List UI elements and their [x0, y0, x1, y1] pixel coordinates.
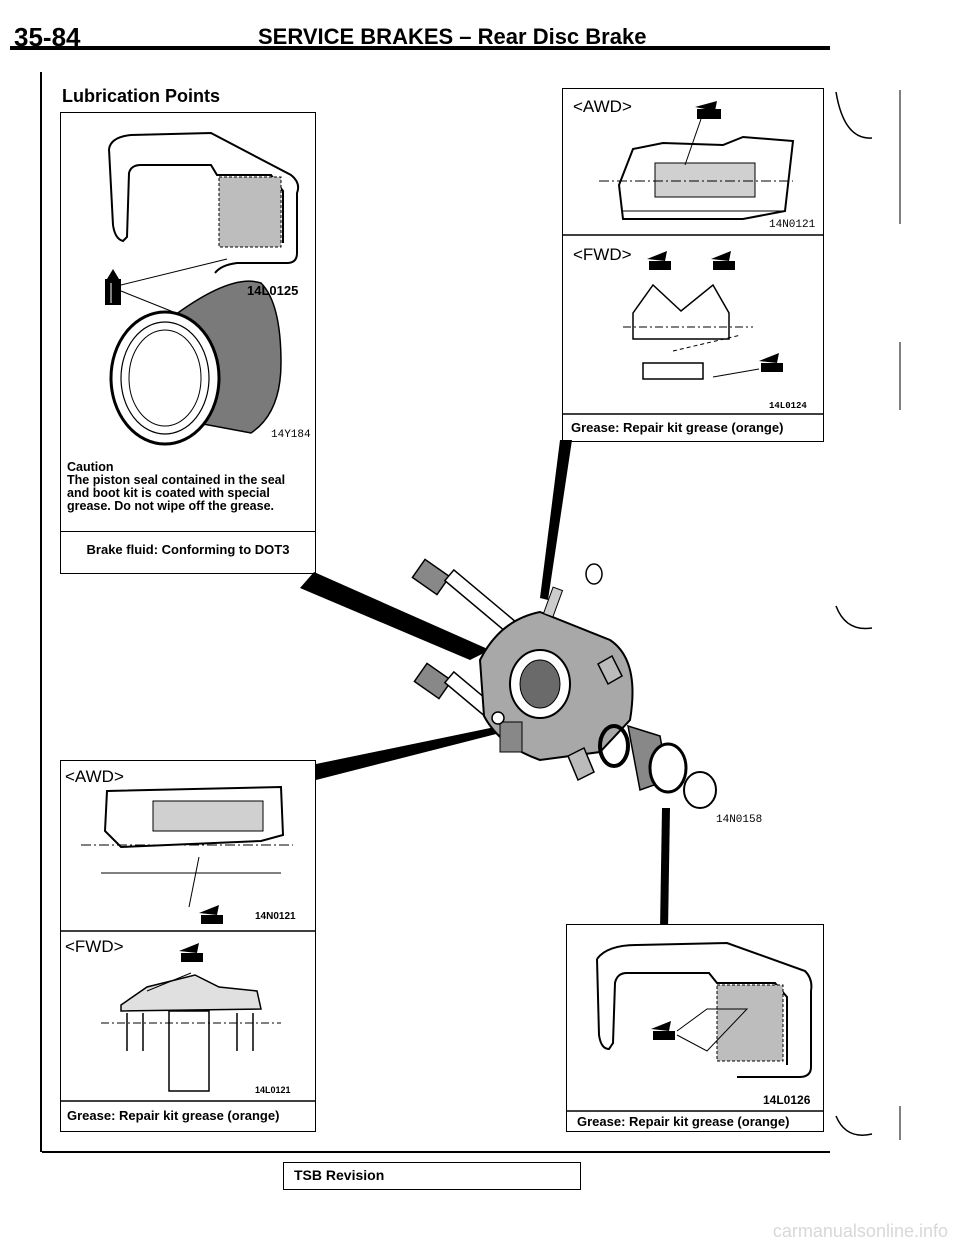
top-right-panel: <AWD> 14N0121 <FWD> 14L0124 Grease: Repa… [562, 88, 824, 442]
awd-label: <AWD> [65, 767, 124, 786]
slide-pin-lower [413, 662, 517, 736]
section-title: Lubrication Points [62, 86, 221, 106]
fig-code: 14L0126 [763, 1093, 811, 1107]
awd-fwd-caliper-illustration [61, 785, 315, 1102]
top-left-panel: 14L0125 14Y184 Caution The piston seal c… [60, 112, 316, 574]
seal-and-piston-illustration [105, 131, 300, 446]
awd-fwd-caliper-illustration [563, 101, 823, 415]
fwd-label: <FWD> [65, 937, 124, 956]
fig-code: 14Y184 [271, 429, 311, 441]
fig-code: 14N0121 [255, 911, 296, 922]
snap-ring [683, 771, 717, 809]
bottom-left-panel: <AWD> 14N0121 <FWD> 14L0121 Grease: Repa… [60, 760, 316, 1132]
grease-icon [179, 943, 203, 962]
caution-heading: Caution [67, 460, 114, 474]
grease-icon [711, 251, 735, 270]
fig-code: 14L0121 [255, 1085, 291, 1095]
piston [627, 724, 688, 794]
grease-icon [759, 353, 783, 372]
grease-icon [651, 1021, 675, 1040]
caliper-seal-cross-section-illustration [567, 941, 823, 1112]
fig-code: 14L0125 [247, 283, 299, 298]
bottom-right-panel: 14L0126 Grease: Repair kit grease (orang… [566, 924, 824, 1132]
awd-label: <AWD> [573, 97, 632, 116]
grease-caption: Grease: Repair kit grease (orange) [577, 1114, 790, 1129]
fig-code: 14N0121 [769, 219, 816, 231]
awd-caliper-illustration [599, 118, 795, 220]
grease-icon [695, 101, 721, 119]
slide-pin-upper [411, 558, 517, 634]
fwd-label: <FWD> [573, 245, 632, 264]
piston-boot-illustration [109, 280, 282, 446]
piston-seal [598, 724, 630, 768]
caution-text: The piston seal contained in the seal an… [67, 473, 286, 513]
fig-code: 14L0124 [769, 401, 807, 411]
grease-icon [647, 251, 671, 270]
tsb-revision-label: TSB Revision [294, 1167, 385, 1183]
grease-tube-icon [105, 269, 121, 305]
fwd-pin-illustration [101, 972, 281, 1092]
fig-code: 14N0158 [716, 814, 763, 826]
page-title: SERVICE BRAKES – Rear Disc Brake [258, 24, 647, 49]
left-margin-line [40, 72, 42, 1152]
header-rule [10, 46, 830, 50]
grease-caption: Grease: Repair kit grease (orange) [67, 1108, 280, 1123]
grease-caption: Grease: Repair kit grease (orange) [571, 420, 784, 435]
watermark: carmanualsonline.info [772, 1221, 948, 1241]
dust-boot [567, 654, 623, 782]
fluid-caption: Brake fluid: Conforming to DOT3 [61, 531, 315, 572]
bleeder-screw [542, 563, 603, 618]
fwd-pin-illustration [623, 283, 753, 380]
tsb-revision-box: TSB Revision [283, 1162, 581, 1190]
caliper-body [478, 610, 634, 762]
awd-caliper-illustration [81, 785, 293, 908]
grease-icon [199, 905, 223, 924]
